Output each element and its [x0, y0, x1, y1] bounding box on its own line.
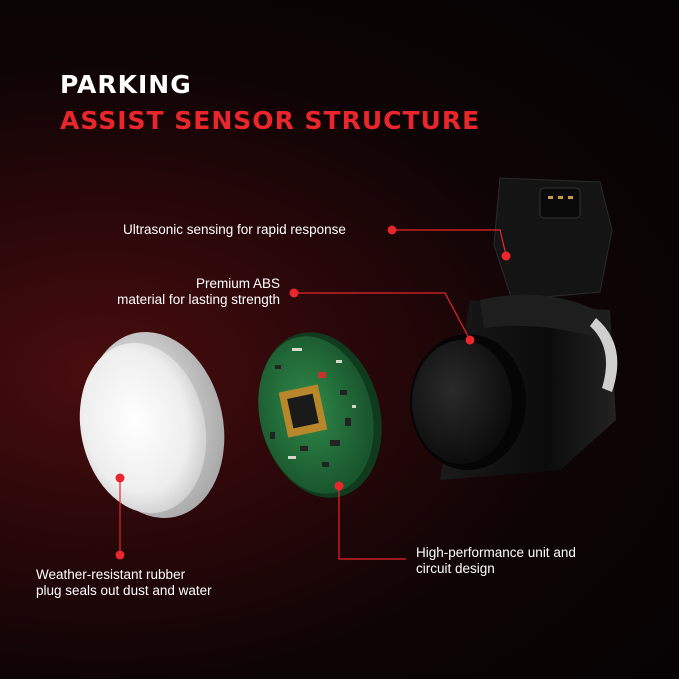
- callout-dots: [115, 225, 511, 560]
- callout-unit-line2: circuit design: [416, 561, 495, 576]
- callout-unit: High-performance unit and circuit design: [416, 545, 576, 577]
- callout-rubber-line2: plug seals out dust and water: [36, 583, 212, 598]
- circuit-board: [258, 332, 382, 498]
- callout-ultrasonic: Ultrasonic sensing for rapid response: [123, 222, 346, 237]
- rubber-plug: [79, 331, 225, 519]
- sensor-body: [410, 177, 618, 480]
- callout-abs-line1: Premium ABS: [195, 276, 280, 291]
- callout-unit-line1: High-performance unit and: [416, 545, 576, 560]
- title-line-2: ASSIST SENSOR STRUCTURE: [60, 106, 481, 135]
- title-line-1: PARKING: [60, 70, 192, 99]
- callout-rubber: Weather-resistant rubber plug seals out …: [36, 567, 212, 599]
- callout-abs: Premium ABS material for lasting strengt…: [88, 276, 280, 308]
- callout-lines: [119, 229, 507, 560]
- callout-rubber-line1: Weather-resistant rubber: [36, 567, 186, 582]
- callout-abs-line2: material for lasting strength: [117, 292, 280, 307]
